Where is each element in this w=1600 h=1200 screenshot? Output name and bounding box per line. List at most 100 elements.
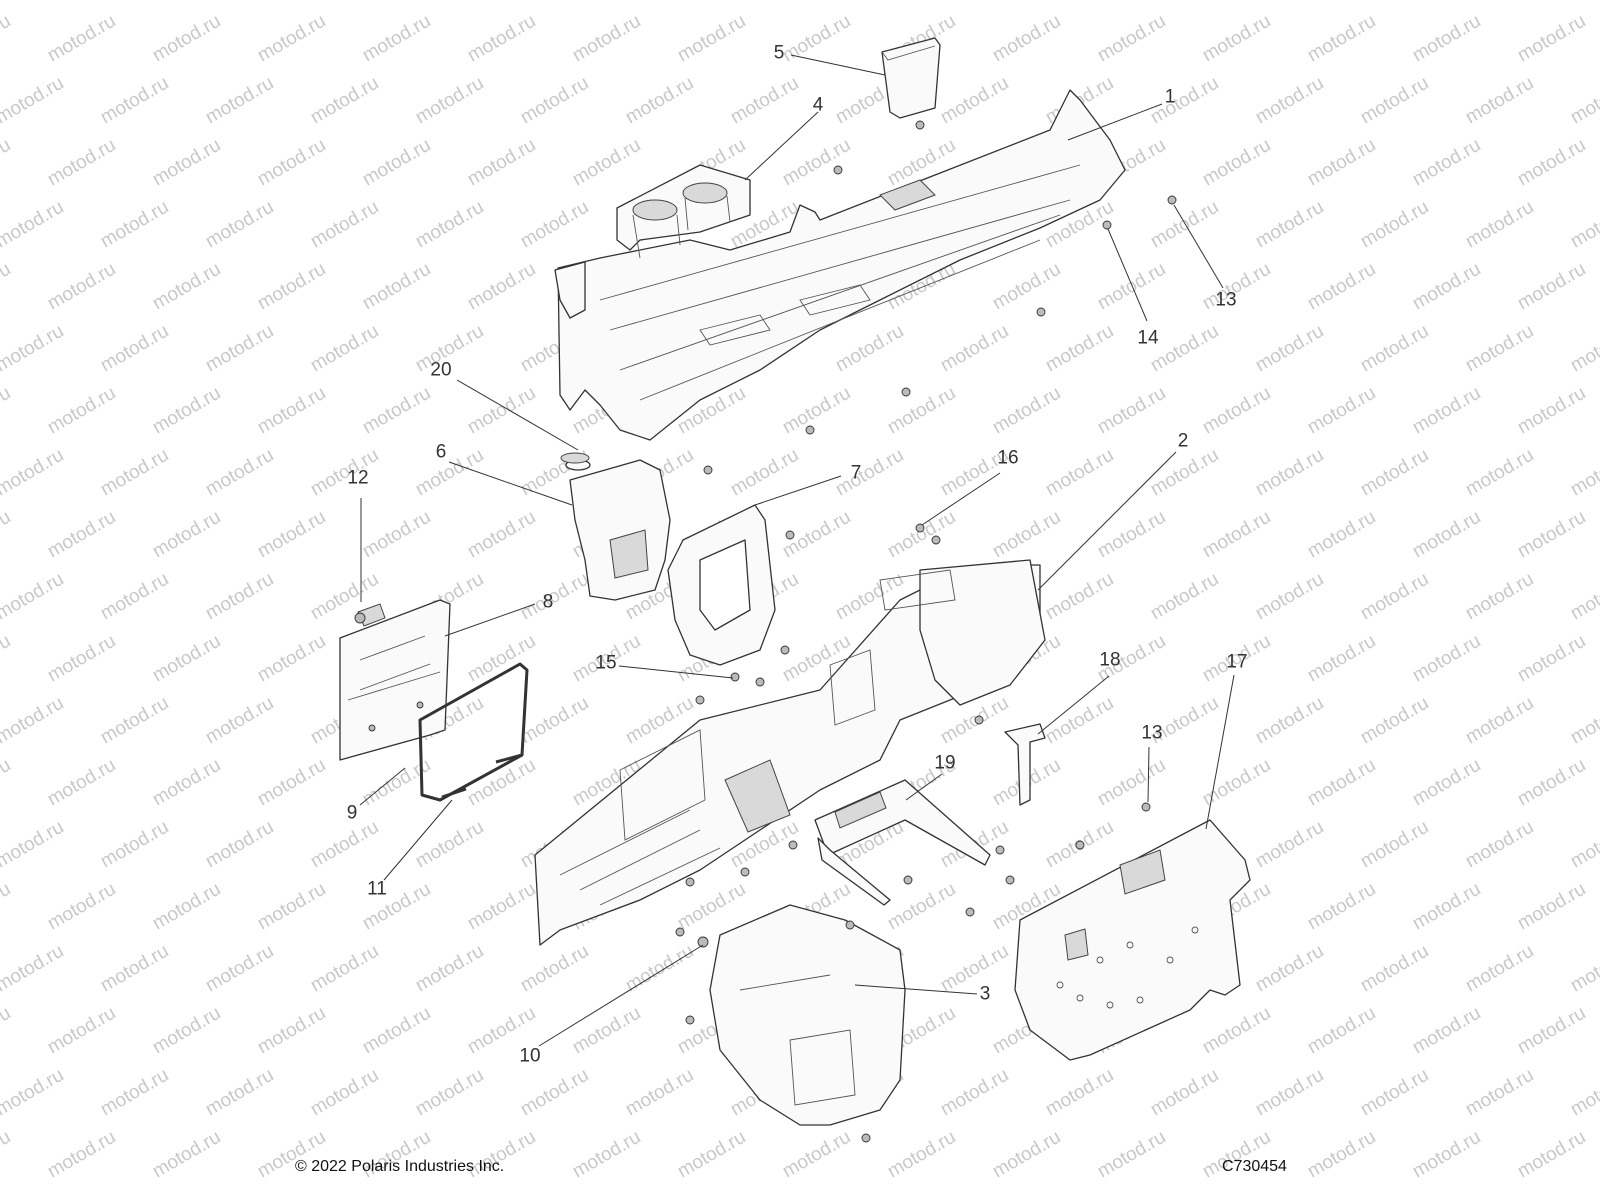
watermark-text: motod.ru xyxy=(44,1003,119,1059)
watermark-text: motod.ru xyxy=(1252,693,1327,749)
watermark-text: motod.ru xyxy=(1409,11,1484,67)
watermark-text: motod.ru xyxy=(202,0,277,4)
watermark-text: motod.ru xyxy=(0,135,14,191)
watermark-text: motod.ru xyxy=(1514,631,1589,687)
watermark-text: motod.ru xyxy=(727,73,802,129)
watermark-text: motod.ru xyxy=(1357,73,1432,129)
watermark-text: motod.ru xyxy=(1094,11,1169,67)
watermark-text: motod.ru xyxy=(0,631,14,687)
watermark-text: motod.ru xyxy=(1199,507,1274,563)
watermark-text: motod.ru xyxy=(1357,817,1432,873)
watermark-text: motod.ru xyxy=(1409,631,1484,687)
watermark-text: motod.ru xyxy=(1462,0,1537,4)
watermark-text: motod.ru xyxy=(674,1127,749,1183)
callout-19: 19 xyxy=(934,752,956,774)
watermark-text: motod.ru xyxy=(517,941,592,997)
watermark-text: motod.ru xyxy=(517,73,592,129)
callout-15: 15 xyxy=(595,652,617,674)
watermark-text: motod.ru xyxy=(464,11,539,67)
watermark-text: motod.ru xyxy=(412,445,487,501)
watermark-text: motod.ru xyxy=(97,1065,172,1121)
upper-dash-panel xyxy=(554,89,1126,441)
watermark-text: motod.ru xyxy=(359,135,434,191)
watermark-text: motod.ru xyxy=(97,817,172,873)
watermark-text: motod.ru xyxy=(307,1065,382,1121)
watermark-text: motod.ru xyxy=(1462,569,1537,625)
watermark-text: motod.ru xyxy=(517,197,592,253)
watermark-text: motod.ru xyxy=(1304,879,1379,935)
watermark-text: motod.ru xyxy=(1252,1065,1327,1121)
watermark-text: motod.ru xyxy=(0,755,14,811)
watermark-text: motod.ru xyxy=(937,321,1012,377)
watermark-text: motod.ru xyxy=(779,11,854,67)
watermark-text: motod.ru xyxy=(884,383,959,439)
watermark-text: motod.ru xyxy=(1042,693,1117,749)
watermark-text: motod.ru xyxy=(1199,1003,1274,1059)
watermark-text: motod.ru xyxy=(1567,0,1600,4)
callout-12: 12 xyxy=(347,467,369,489)
watermark-text: motod.ru xyxy=(1094,507,1169,563)
watermark-text: motod.ru xyxy=(359,1003,434,1059)
leader-lines xyxy=(359,54,1235,1047)
watermark-text: motod.ru xyxy=(1094,1127,1169,1183)
duct-panel xyxy=(565,459,671,601)
watermark-text: motod.ru xyxy=(1147,0,1222,4)
watermark-text: motod.ru xyxy=(1199,135,1274,191)
callout-5: 5 xyxy=(773,42,785,64)
watermark-text: motod.ru xyxy=(1042,569,1117,625)
callout-10: 10 xyxy=(519,1045,541,1067)
watermark-text: motod.ru xyxy=(97,445,172,501)
watermark-text: motod.ru xyxy=(0,197,67,253)
callout-14: 14 xyxy=(1137,327,1159,349)
watermark-text: motod.ru xyxy=(254,507,329,563)
watermark-text: motod.ru xyxy=(464,135,539,191)
watermark-text: motod.ru xyxy=(1462,445,1537,501)
watermark-text: motod.ru xyxy=(1567,941,1600,997)
watermark-text: motod.ru xyxy=(149,507,224,563)
watermark-text: motod.ru xyxy=(1514,135,1589,191)
callout-11: 11 xyxy=(367,878,387,900)
watermark-text: motod.ru xyxy=(1514,383,1589,439)
watermark-text: motod.ru xyxy=(1304,755,1379,811)
watermark-text: motod.ru xyxy=(832,321,907,377)
watermark-text: motod.ru xyxy=(569,1127,644,1183)
watermark-text: motod.ru xyxy=(1304,259,1379,315)
watermark-text: motod.ru xyxy=(149,135,224,191)
watermark-text: motod.ru xyxy=(1462,73,1537,129)
watermark-text: motod.ru xyxy=(1409,507,1484,563)
watermark-text: motod.ru xyxy=(1409,135,1484,191)
watermark-text: motod.ru xyxy=(0,259,14,315)
watermark-text: motod.ru xyxy=(202,197,277,253)
callout-3: 3 xyxy=(979,983,991,1005)
watermark-text: motod.ru xyxy=(1409,755,1484,811)
watermark-text: motod.ru xyxy=(464,631,539,687)
watermark-text: motod.ru xyxy=(569,1003,644,1059)
watermark-text: motod.ru xyxy=(1567,693,1600,749)
watermark-text: motod.ru xyxy=(97,941,172,997)
storage-bin xyxy=(881,37,941,119)
watermark-text: motod.ru xyxy=(1357,197,1432,253)
watermark-text: motod.ru xyxy=(1462,321,1537,377)
watermark-text: motod.ru xyxy=(1567,1065,1600,1121)
watermark-text: motod.ru xyxy=(1514,1003,1589,1059)
watermark-text: motod.ru xyxy=(0,507,14,563)
watermark-text: motod.ru xyxy=(884,507,959,563)
watermark-text: motod.ru xyxy=(1042,1065,1117,1121)
watermark-text: motod.ru xyxy=(1199,11,1274,67)
callout-16: 16 xyxy=(997,447,1019,469)
floor-plate xyxy=(1014,819,1251,1061)
watermark-text: motod.ru xyxy=(674,879,749,935)
watermark-text: motod.ru xyxy=(44,135,119,191)
watermark-text: motod.ru xyxy=(1252,817,1327,873)
pin-pair xyxy=(441,753,523,799)
watermark-text: motod.ru xyxy=(0,879,14,935)
watermark-text: motod.ru xyxy=(727,0,802,4)
lower-dash-panel xyxy=(534,559,1046,946)
watermark-text: motod.ru xyxy=(1304,507,1379,563)
watermark-text: motod.ru xyxy=(1409,1127,1484,1183)
watermark-text: motod.ru xyxy=(1514,755,1589,811)
watermark-text: motod.ru xyxy=(937,941,1012,997)
watermark-text: motod.ru xyxy=(1514,11,1589,67)
small-bracket xyxy=(1004,723,1046,806)
